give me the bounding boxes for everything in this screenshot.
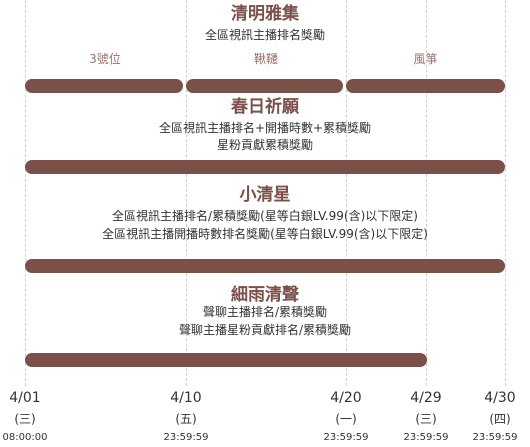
guide-line-0420 (346, 0, 347, 386)
segment-label-slot3: 3號位 (89, 52, 121, 66)
timeline-bar-slot3 (25, 79, 183, 93)
timeline-time-0401: 08:00:00 (2, 432, 48, 443)
section-title-xiaoqingxing: 小清星 (239, 185, 291, 205)
timeline-bar-kite (346, 79, 505, 93)
timeline-bar-xiyu (25, 353, 427, 367)
timeline-time-0430: 23:59:59 (472, 432, 518, 443)
timeline-day-0410: (五) (175, 412, 197, 426)
section-desc-xiaoqingxing-2: 全區視訊主播開播時數排名獎勵(星等白銀LV.99(含)以下限定) (102, 227, 428, 241)
segment-label-kite: 風箏 (413, 52, 438, 66)
timeline-date-0410: 4/10 (170, 390, 202, 406)
timeline-time-0410: 23:59:59 (163, 432, 209, 443)
timeline-time-0429: 23:59:59 (403, 432, 449, 443)
timeline-date-0430: 4/30 (484, 390, 516, 406)
timeline-day-0420: (一) (335, 412, 357, 426)
timeline-date-0420: 4/20 (330, 390, 362, 406)
guide-line-0429 (426, 0, 427, 386)
timeline-time-0420: 23:59:59 (323, 432, 369, 443)
section-desc-chunri-1: 全區視訊主播排名+開播時數+累積獎勵 (158, 121, 372, 135)
section-desc-xiyu-1: 聲聊主播排名/累積獎勵 (202, 305, 328, 319)
timeline-bar-swing (186, 79, 343, 93)
section-desc-xiyu-2: 聲聊主播星粉貢獻排名/累積獎勵 (178, 323, 352, 337)
section-title-xiyu: 細雨清聲 (231, 285, 299, 305)
timeline-day-0401: (三) (14, 412, 36, 426)
timeline-bar-xiaoqingxing (25, 259, 505, 273)
timeline-date-0429: 4/29 (410, 390, 442, 406)
timeline-day-0430: (四) (489, 412, 511, 426)
section-desc-qingming-1: 全區視訊主播排名獎勵 (204, 28, 325, 42)
guide-line-0401 (25, 0, 26, 386)
timeline-date-0401: 4/01 (9, 390, 41, 406)
timeline-day-0429: (三) (415, 412, 437, 426)
section-title-qingming: 清明雅集 (231, 4, 299, 24)
guide-line-0410 (186, 0, 187, 386)
timeline-bar-chunri (25, 160, 505, 174)
section-desc-chunri-2: 星粉貢獻累積獎勵 (216, 138, 313, 152)
guide-line-0430 (505, 0, 506, 386)
section-desc-xiaoqingxing-1: 全區視訊主播排名/累積獎勵(星等白銀LV.99(含)以下限定) (112, 209, 418, 223)
section-title-chunri: 春日祈願 (231, 97, 299, 117)
segment-label-swing: 鞦韆 (253, 52, 278, 66)
